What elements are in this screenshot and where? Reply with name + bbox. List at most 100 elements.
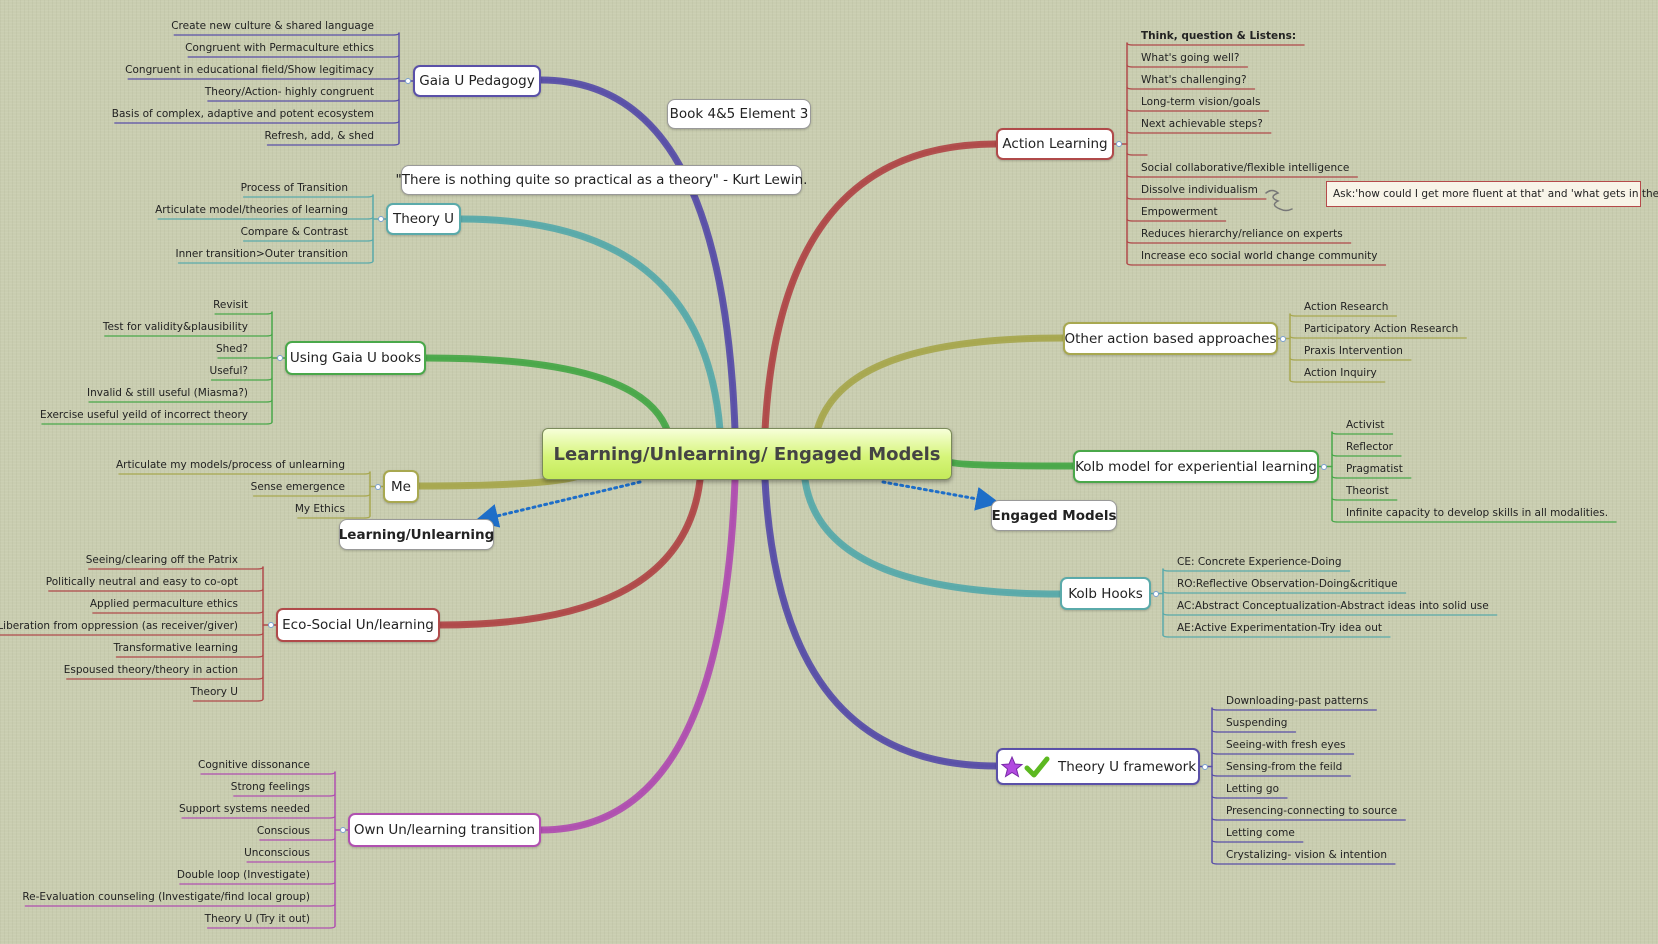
leaf-topic[interactable]: Reduces hierarchy/reliance on experts (1141, 228, 1343, 240)
floating-topic-quote[interactable]: "There is nothing quite so practical as … (396, 165, 807, 195)
floating-topic-engaged-models[interactable]: Engaged Models (991, 500, 1117, 531)
collapse-toggle[interactable] (1321, 463, 1327, 470)
leaf-topic[interactable]: Letting come (1226, 827, 1295, 839)
collapse-toggle[interactable] (405, 78, 411, 84)
leaf-topic[interactable]: Articulate my models/process of unlearni… (115, 459, 345, 471)
leaf-topic[interactable]: Support systems needed (179, 803, 310, 815)
collapse-toggle[interactable] (1116, 141, 1122, 147)
leaf-topic[interactable]: Participatory Action Research (1304, 323, 1459, 335)
leaf-topic[interactable]: Infinite capacity to develop skills in a… (1346, 507, 1609, 519)
leaf-topic[interactable]: Crystalizing- vision & intention (1226, 849, 1387, 861)
topic-other-approaches[interactable]: Other action based approaches (1063, 322, 1278, 355)
leaf-topic[interactable]: Double loop (Investigate) (176, 869, 310, 881)
leaf-topic[interactable]: Unconscious (244, 847, 310, 859)
topic-using-gaia[interactable]: Using Gaia U books (285, 341, 426, 375)
leaf-topic[interactable]: Long-term vision/goals (1141, 96, 1261, 108)
collapse-toggle[interactable] (1280, 335, 1286, 342)
leaf-topic[interactable]: Theory U (Try it out) (204, 913, 310, 925)
collapse-toggle[interactable] (268, 622, 274, 628)
leaf-topic[interactable]: CE: Concrete Experience-Doing (1177, 556, 1342, 568)
leaf-topic[interactable]: Social collaborative/flexible intelligen… (1141, 162, 1350, 174)
leaf-topic[interactable]: Seeing/clearing off the Patrix (85, 554, 238, 566)
leaf-topic[interactable]: Activist (1346, 419, 1385, 431)
topic-eco-social[interactable]: Eco-Social Un/learning (276, 608, 440, 642)
leaf-topic[interactable]: Espoused theory/theory in action (63, 664, 238, 676)
leaf-topic[interactable]: Inner transition>Outer transition (175, 248, 348, 260)
leaf-topic[interactable]: Exercise useful yeild of incorrect theor… (39, 409, 248, 421)
leaf-topic[interactable]: Process of Transition (240, 182, 348, 194)
leaf-underline (1162, 590, 1407, 594)
leaf-topic[interactable]: Action Research (1304, 301, 1389, 313)
topic-kolb-hooks[interactable]: Kolb Hooks (1060, 577, 1151, 610)
leaf-topic[interactable]: Articulate model/theories of learning (155, 204, 348, 216)
leaf-topic[interactable]: Shed? (215, 343, 248, 355)
leaf-topic[interactable]: Congruent with Permaculture ethics (185, 42, 374, 54)
leaf-topic[interactable]: Suspending (1226, 717, 1288, 729)
leaf-topic[interactable]: My Ethics (294, 503, 345, 515)
topic-action-learning[interactable]: Action Learning (996, 128, 1114, 160)
leaf-topic[interactable]: Re-Evaluation counseling (Investigate/fi… (22, 891, 310, 903)
leaf-topic[interactable]: AC:Abstract Conceptualization-Abstract i… (1177, 600, 1489, 612)
leaf-topic[interactable]: Sensing-from the feild (1226, 761, 1343, 773)
topic-own-transition[interactable]: Own Un/learning transition (348, 813, 541, 847)
topic-theory-u[interactable]: Theory U (386, 203, 461, 235)
collapse-toggle[interactable] (340, 827, 346, 833)
leaf-topic[interactable]: Cognitive dissonance (198, 759, 310, 771)
leaf-topic[interactable]: Basis of complex, adaptive and potent ec… (111, 108, 374, 120)
floating-topic-learning-unlearning[interactable]: Learning/Unlearning (339, 519, 494, 550)
leaf-topic[interactable]: Invalid & still useful (Miasma?) (87, 387, 248, 399)
collapse-toggle[interactable] (277, 355, 283, 361)
leaf-topic[interactable]: Theory/Action- highly congruent (204, 86, 374, 98)
topic-theory-u-framework[interactable]: Theory U framework (996, 748, 1200, 785)
topic-kolb-model[interactable]: Kolb model for experiential learning (1073, 450, 1319, 483)
leaf-topic[interactable]: Pragmatist (1346, 463, 1403, 475)
callout-note[interactable]: Ask:'how could I get more fluent at that… (1326, 181, 1658, 207)
leaf-topic[interactable]: Create new culture & shared language (171, 20, 374, 32)
leaf-topic[interactable]: Applied permaculture ethics (89, 598, 238, 610)
leaf-topic[interactable]: Presencing-connecting to source (1226, 805, 1398, 817)
leaf-topic[interactable]: Sense emergence (250, 481, 345, 493)
topic-gaia-pedagogy[interactable]: Gaia U Pedagogy (413, 65, 541, 97)
leaf-topic[interactable]: Theory U (190, 686, 238, 698)
leaf-underline (24, 903, 336, 907)
leaf-underline (246, 859, 336, 863)
relationship-arrow (474, 480, 642, 528)
leaf-underline (157, 216, 374, 220)
leaf-topic[interactable]: Conscious (256, 825, 310, 837)
collapse-toggle[interactable] (1202, 763, 1208, 770)
leaf-topic[interactable]: Next achievable steps? (1141, 118, 1263, 130)
leaf-header[interactable]: Think, question & Listens: (1141, 30, 1297, 42)
leaf-topic[interactable]: Useful? (209, 365, 248, 377)
leaf-underline (118, 471, 371, 475)
leaf-topic[interactable]: Praxis Intervention (1304, 345, 1403, 357)
collapse-toggle[interactable] (375, 483, 381, 490)
leaf-topic[interactable]: AE:Active Experimentation-Try idea out (1177, 622, 1382, 634)
leaf-topic[interactable]: Transformative learning (113, 642, 238, 654)
topic-me[interactable]: Me (383, 470, 419, 503)
leaf-topic[interactable]: Action Inquiry (1304, 367, 1377, 379)
leaf-topic[interactable]: Revisit (213, 299, 248, 311)
leaf-topic[interactable]: Increase eco social world change communi… (1141, 250, 1378, 262)
leaf-topic[interactable]: Compare & Contrast (240, 226, 348, 238)
central-topic[interactable]: Learning/Unlearning/ Engaged Models (542, 428, 952, 480)
floating-topic-book[interactable]: Book 4&5 Element 3 (667, 99, 811, 129)
leaf-topic[interactable]: What's going well? (1141, 52, 1240, 64)
collapse-toggle[interactable] (378, 216, 384, 222)
leaf-topic[interactable]: Liberation from oppression (as receiver/… (0, 620, 238, 632)
leaf-topic[interactable]: Reflector (1346, 441, 1393, 453)
leaf-topic[interactable]: Congruent in educational field/Show legi… (125, 64, 374, 76)
leaf-topic[interactable]: Theorist (1346, 485, 1389, 497)
leaf-topic[interactable]: Letting go (1226, 783, 1280, 795)
leaf-topic[interactable]: Refresh, add, & shed (264, 130, 374, 142)
leaf-topic[interactable]: Seeing-with fresh eyes (1226, 739, 1346, 751)
topic-label: Action Learning (1002, 136, 1108, 152)
leaf-topic[interactable]: Strong feelings (230, 781, 310, 793)
leaf-topic[interactable]: Downloading-past patterns (1226, 695, 1369, 707)
leaf-topic[interactable]: RO:Reflective Observation-Doing&critique (1177, 578, 1398, 590)
collapse-toggle[interactable] (1153, 590, 1159, 597)
leaf-topic[interactable]: Politically neutral and easy to co-opt (45, 576, 238, 588)
leaf-topic[interactable]: Test for validity&plausibility (102, 321, 248, 333)
leaf-topic[interactable]: What's challenging? (1141, 74, 1247, 86)
leaf-topic[interactable]: Empowerment (1141, 206, 1218, 218)
leaf-topic[interactable]: Dissolve individualism (1141, 184, 1258, 196)
